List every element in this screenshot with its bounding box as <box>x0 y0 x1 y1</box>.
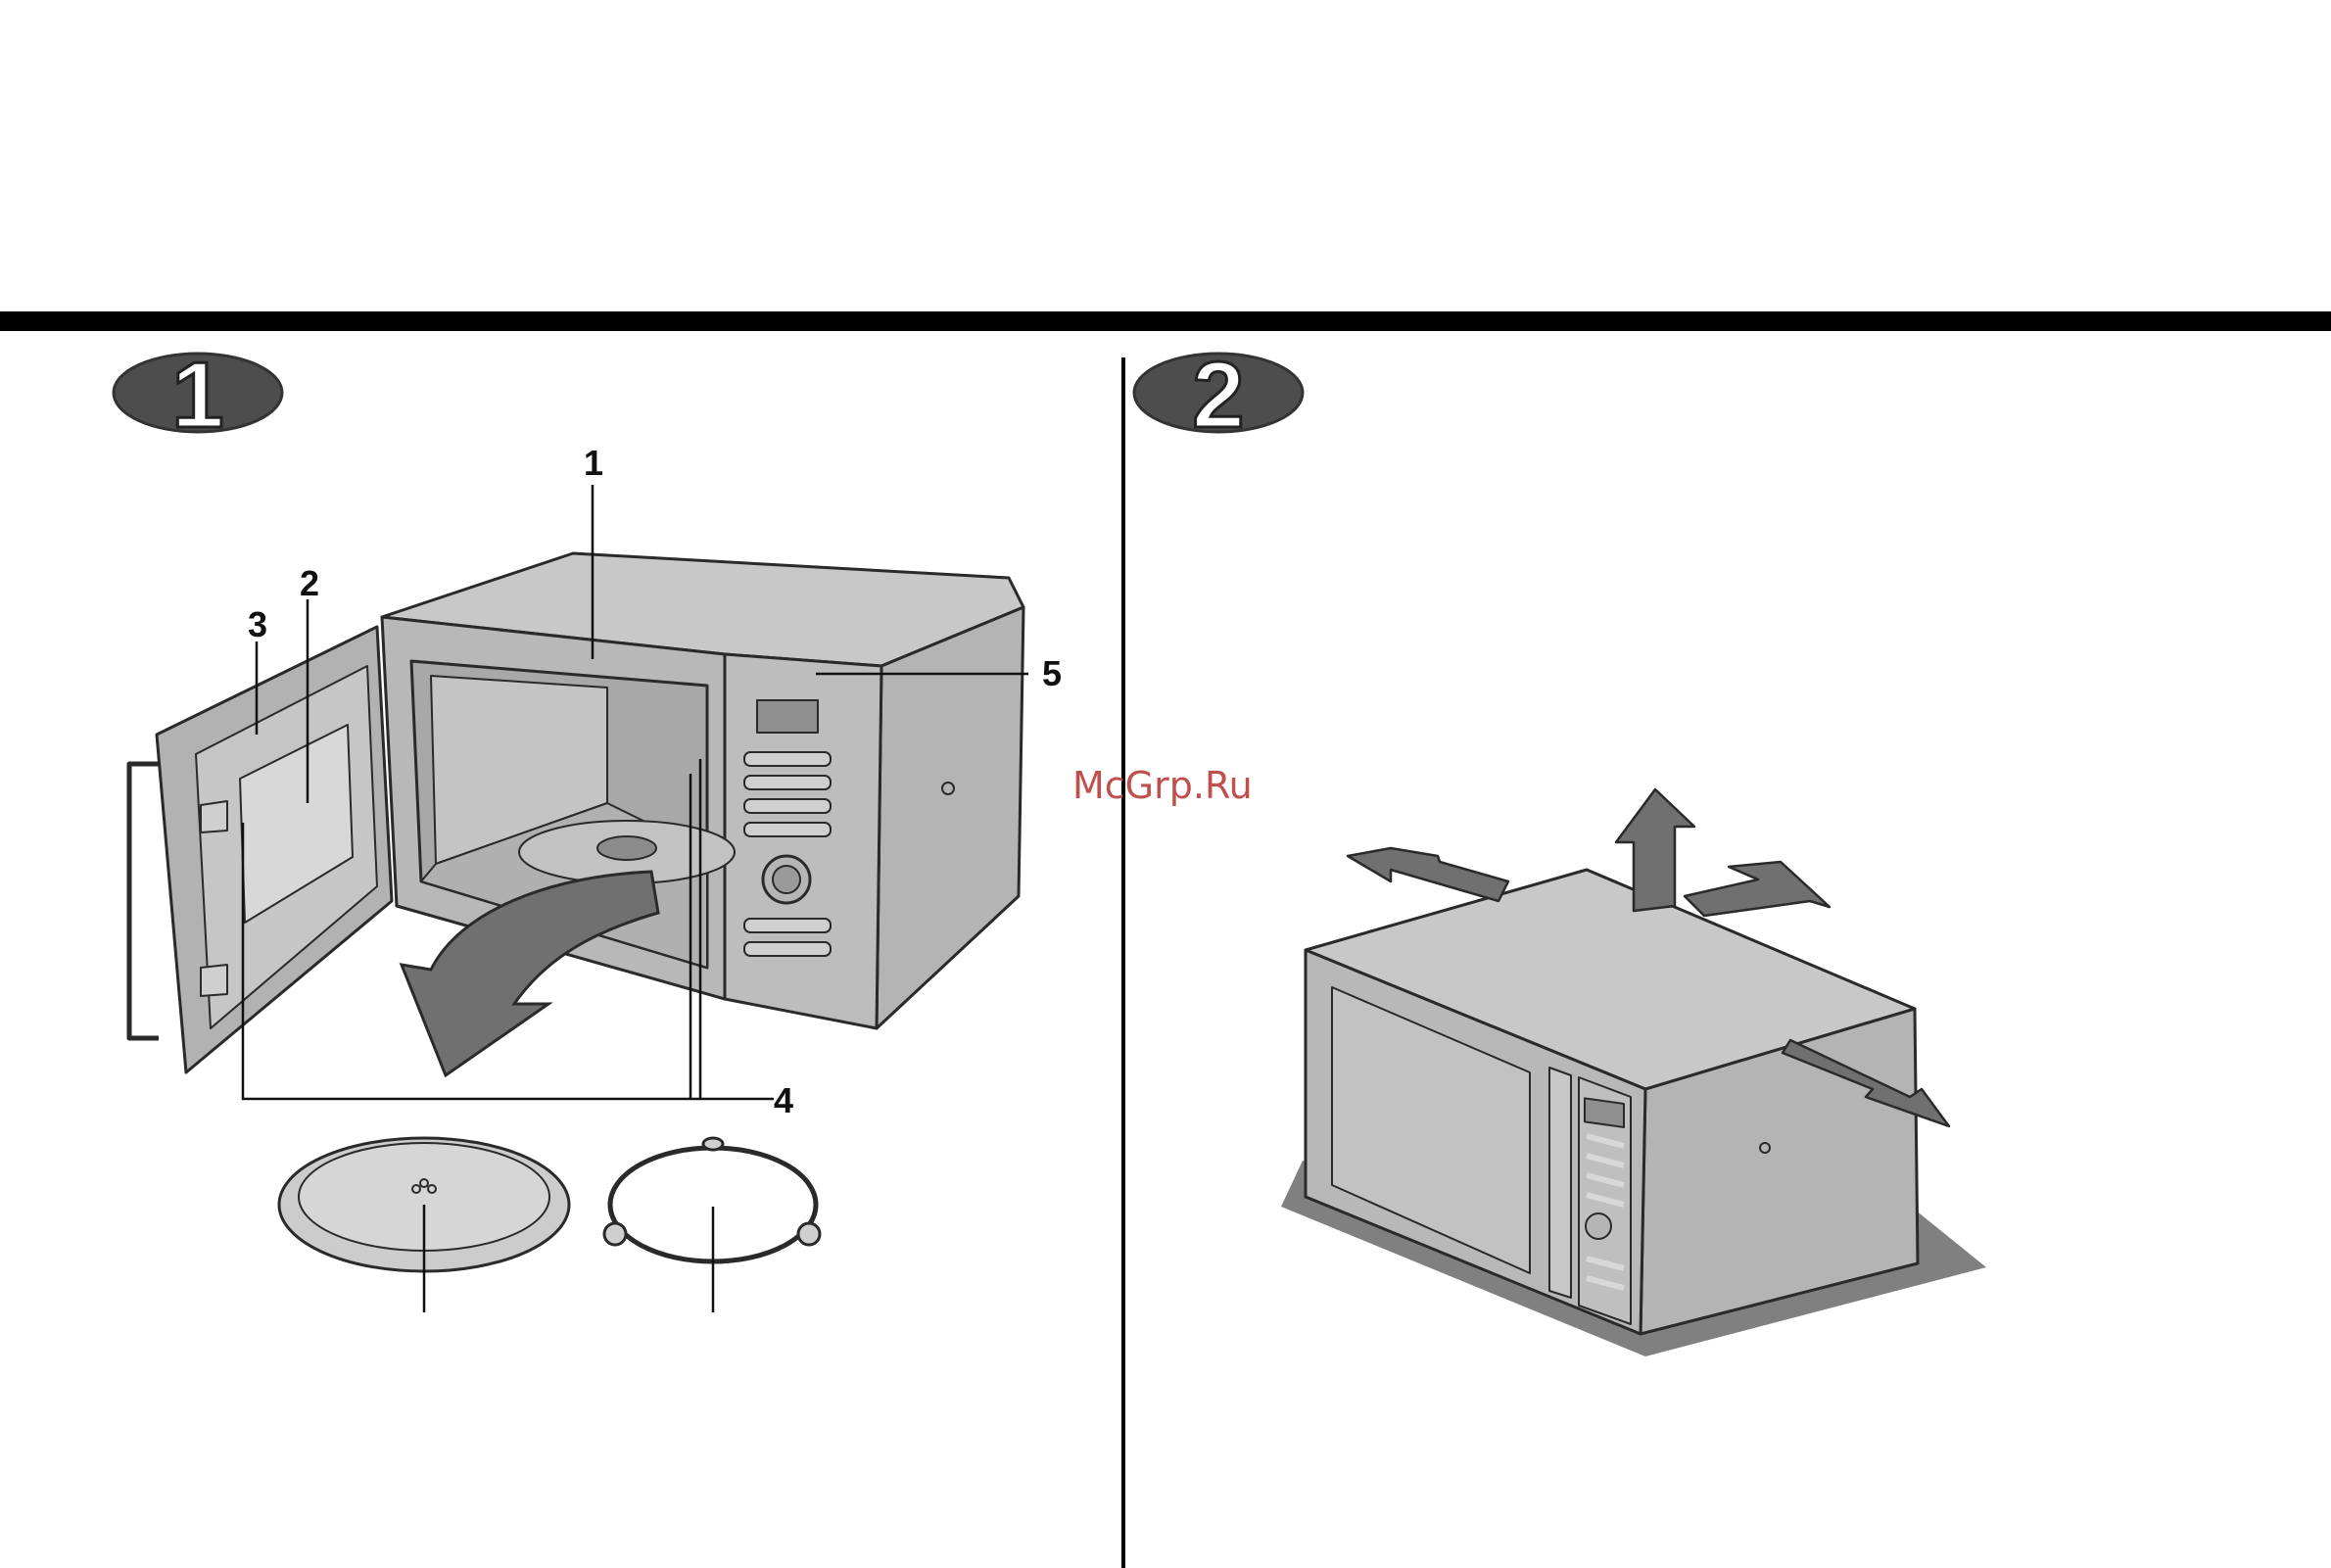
callout-5: 5 <box>1042 653 1062 693</box>
callout-4: 4 <box>774 1080 793 1120</box>
step-badge-1: 1 <box>114 343 282 448</box>
clearance-illustration <box>1281 789 1986 1356</box>
step-number-2: 2 <box>1192 343 1244 448</box>
arrow-right-back <box>1685 862 1830 916</box>
header-rule <box>0 311 2331 331</box>
watermark-text: McGrp.Ru <box>1072 764 1253 807</box>
arrow-left <box>1348 848 1508 901</box>
callout-2: 2 <box>300 563 319 603</box>
step-number-1: 1 <box>171 343 223 448</box>
callout-3: 3 <box>248 604 267 644</box>
callout-1: 1 <box>584 443 603 483</box>
column-divider <box>1121 357 1125 1568</box>
step-badge-2: 2 <box>1134 343 1303 448</box>
